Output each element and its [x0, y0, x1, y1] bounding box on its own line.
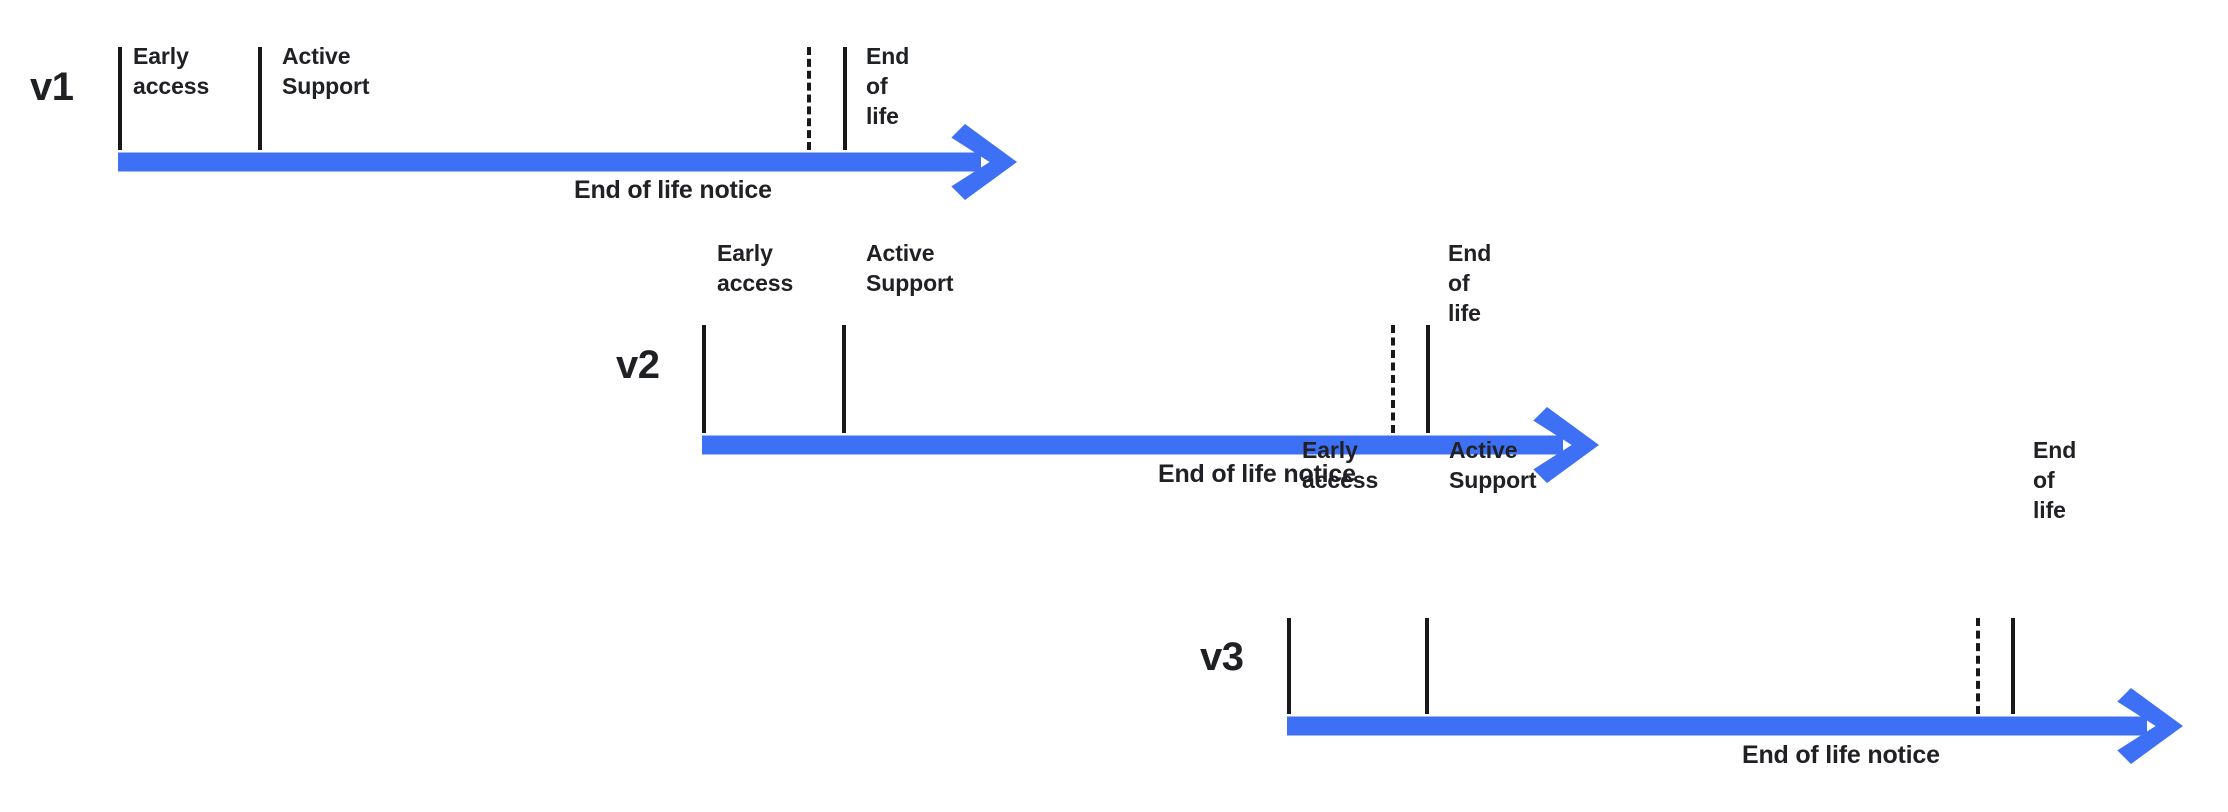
timeline-arrow-v2 [702, 406, 1599, 483]
phase-divider-v3-3 [2011, 618, 2015, 714]
phase-label-v2-0: Early access [717, 240, 794, 296]
phase-label-v3-0: Early access [1302, 437, 1379, 493]
arrow-head-icon [1533, 406, 1599, 483]
eol-notice-divider-v1-2 [807, 47, 811, 150]
version-label-v2: v2 [616, 343, 660, 387]
timeline-arrow-v3 [1287, 687, 2183, 764]
timeline-arrow-v1 [118, 123, 1017, 200]
arrow-head-icon [2117, 687, 2183, 764]
phase-label-v2-2: End of life [1448, 240, 1492, 326]
arrow-shaft [118, 152, 981, 171]
phase-divider-v2-1 [842, 325, 846, 433]
eol-notice-divider-v3-2 [1976, 618, 1980, 714]
end-of-life-notice-label-v1: End of life notice [574, 176, 772, 204]
end-of-life-notice-label-v2: End of life notice [1158, 460, 1356, 488]
phase-divider-v3-0 [1287, 618, 1291, 714]
arrow-head-icon [951, 123, 1017, 200]
phase-divider-v2-0 [702, 325, 706, 433]
arrow-shaft [1287, 716, 2147, 735]
eol-notice-divider-v2-2 [1391, 325, 1395, 433]
version-label-v1: v1 [30, 65, 74, 109]
end-of-life-notice-label-v3: End of life notice [1742, 741, 1940, 769]
phase-label-v1-1: Active Support [282, 43, 370, 99]
phase-divider-v1-0 [118, 47, 122, 150]
phase-label-v1-2: End of life [866, 43, 910, 129]
arrow-shaft [702, 435, 1563, 454]
phase-divider-v1-1 [258, 47, 262, 150]
version-label-v3: v3 [1200, 635, 1244, 679]
phase-divider-v3-1 [1425, 618, 1429, 714]
phase-label-v3-2: End of life [2033, 437, 2077, 523]
phase-divider-v2-3 [1426, 325, 1430, 433]
phase-label-v3-1: Active Support [1449, 437, 1537, 493]
phase-label-v2-1: Active Support [866, 240, 954, 296]
phase-divider-v1-3 [843, 47, 847, 150]
phase-label-v1-0: Early access [133, 43, 210, 99]
